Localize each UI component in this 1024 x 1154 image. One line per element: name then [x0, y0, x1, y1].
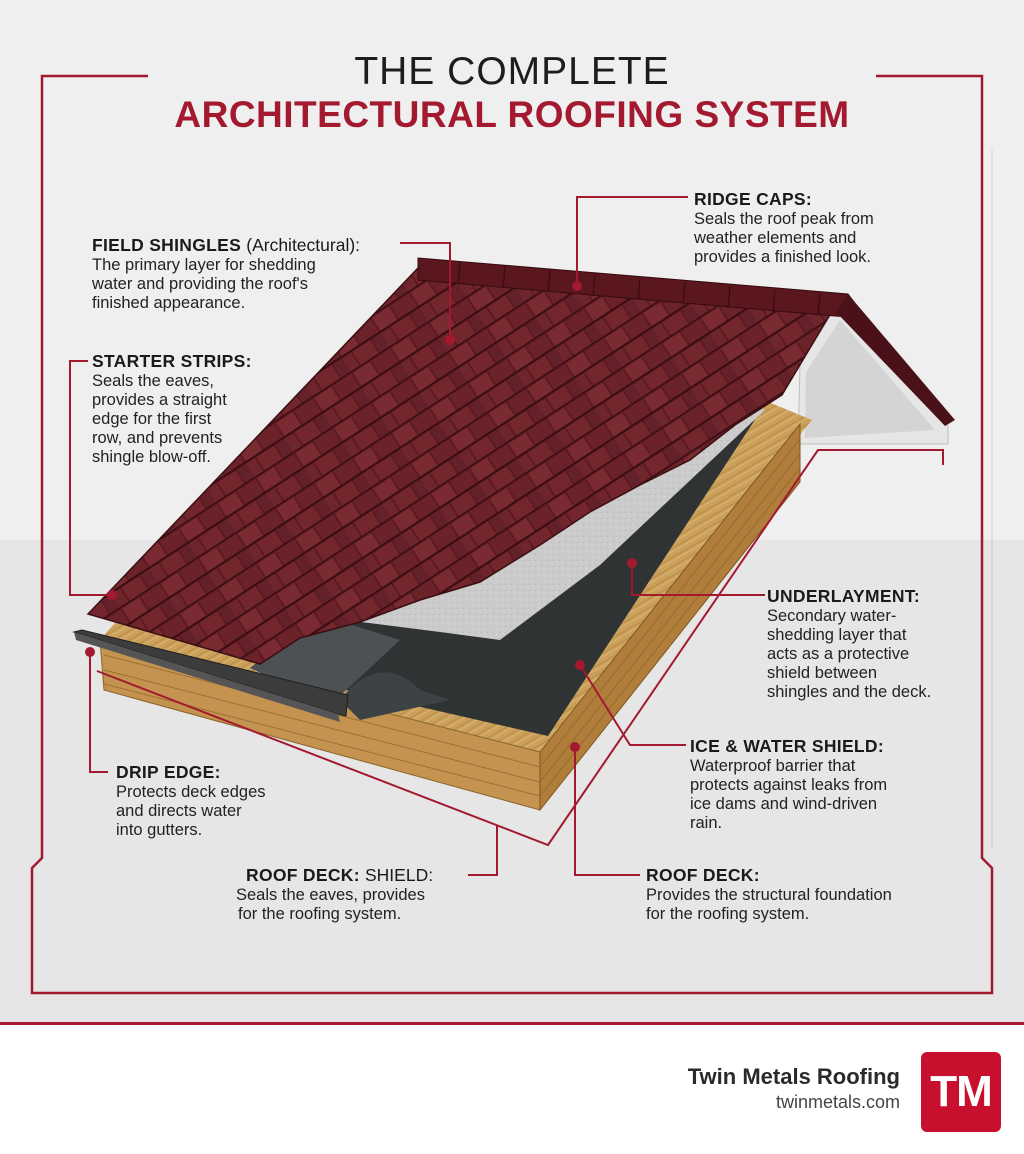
callout-line: acts as a protective: [767, 645, 910, 663]
callout-line: Seals the roof peak from: [694, 210, 874, 228]
callout-line: and directs water: [116, 802, 242, 820]
brand-name: Twin Metals Roofing: [687, 1064, 900, 1089]
callout-ice-water-shield: ICE & WATER SHIELD: Waterproof barrier t…: [690, 737, 887, 833]
callout-line: row, and prevents: [92, 429, 223, 447]
callout-heading: UNDERLAYMENT:: [767, 586, 920, 606]
leader-lines: [69, 196, 944, 876]
callout-line: shingles and the deck.: [767, 683, 932, 701]
gable-shade: [805, 320, 935, 438]
callout-markers: [85, 281, 637, 752]
callout-line: Protects deck edges: [116, 783, 266, 801]
callout-line: shedding layer that: [767, 626, 907, 644]
callout-line: into gutters.: [116, 821, 203, 839]
callout-field-shingles: FIELD SHINGLES (Architectural): The prim…: [92, 236, 360, 313]
callout-heading: FIELD SHINGLES: [92, 235, 242, 255]
callout-line: water and providing the roof's: [92, 275, 308, 293]
callout-drip-edge: DRIP EDGE: Protects deck edges and direc…: [116, 763, 266, 840]
callout-roof-deck-shield: ROOF DECK: SHIELD: Seals the eaves, prov…: [236, 866, 460, 924]
callout-line: shield between: [767, 664, 878, 682]
callout-heading: ROOF DECK:: [646, 865, 760, 885]
callout-heading: RIDGE CAPS:: [694, 189, 813, 209]
brand-url[interactable]: twinmetals.com: [775, 1092, 900, 1112]
callout-heading: DRIP EDGE:: [116, 762, 221, 782]
callout-line: for the roofing system.: [238, 905, 402, 923]
frame-border: [30, 74, 994, 995]
ice-water-shield-fold: [340, 672, 450, 720]
callout-line: for the roofing system.: [646, 905, 810, 923]
callout-heading-suffix: SHIELD:: [365, 865, 434, 885]
callout-line: finished appearance.: [92, 294, 246, 312]
callout-ridge-caps: RIDGE CAPS: Seals the roof peak from wea…: [694, 190, 874, 267]
callout-line: Provides the structural foundation: [646, 886, 892, 904]
drip-edge-layer: [72, 629, 349, 717]
callout-line: Seals the eaves, provides: [236, 886, 425, 904]
brand-logo-text: TM: [930, 1067, 993, 1116]
callout-line: ice dams and wind-driven: [690, 795, 878, 813]
title-line-1: THE COMPLETE: [354, 50, 670, 93]
callout-line: weather elements and: [694, 229, 857, 247]
callout-line: provides a straight: [92, 391, 227, 409]
ridge-right-edge: [836, 294, 955, 426]
callout-line: shingle blow-off.: [92, 448, 211, 466]
callout-roof-deck: ROOF DECK: Provides the structural found…: [646, 866, 892, 924]
callout-heading: ROOF DECK:: [246, 865, 360, 885]
field-shingles-layer: [86, 267, 837, 665]
callout-starter-strips: STARTER STRIPS: Seals the eaves, provide…: [92, 352, 252, 467]
callout-heading: ICE & WATER SHIELD:: [690, 736, 884, 756]
callout-line: protects against leaks from: [690, 776, 888, 794]
callout-line: Secondary water-: [767, 607, 897, 625]
footer-background: [0, 1024, 1024, 1154]
title-line-2: ARCHITECTURAL ROOFING SYSTEM: [174, 94, 850, 135]
callout-line: rain.: [690, 814, 723, 832]
footer-divider: [0, 1022, 1024, 1025]
callout-line: The primary layer for shedding: [92, 256, 316, 274]
callout-underlayment: UNDERLAYMENT: Secondary water- shedding …: [767, 587, 931, 702]
callout-heading: STARTER STRIPS:: [92, 351, 252, 371]
callout-line: edge for the first: [92, 410, 212, 428]
drip-edge-lip: [74, 632, 340, 722]
callout-line: Waterproof barrier that: [690, 757, 856, 775]
callout-line: Seals the eaves,: [92, 372, 214, 390]
callout-heading-suffix: (Architectural):: [246, 235, 361, 255]
callout-line: provides a finished look.: [694, 248, 872, 266]
brand-logo: TM: [921, 1052, 1001, 1132]
